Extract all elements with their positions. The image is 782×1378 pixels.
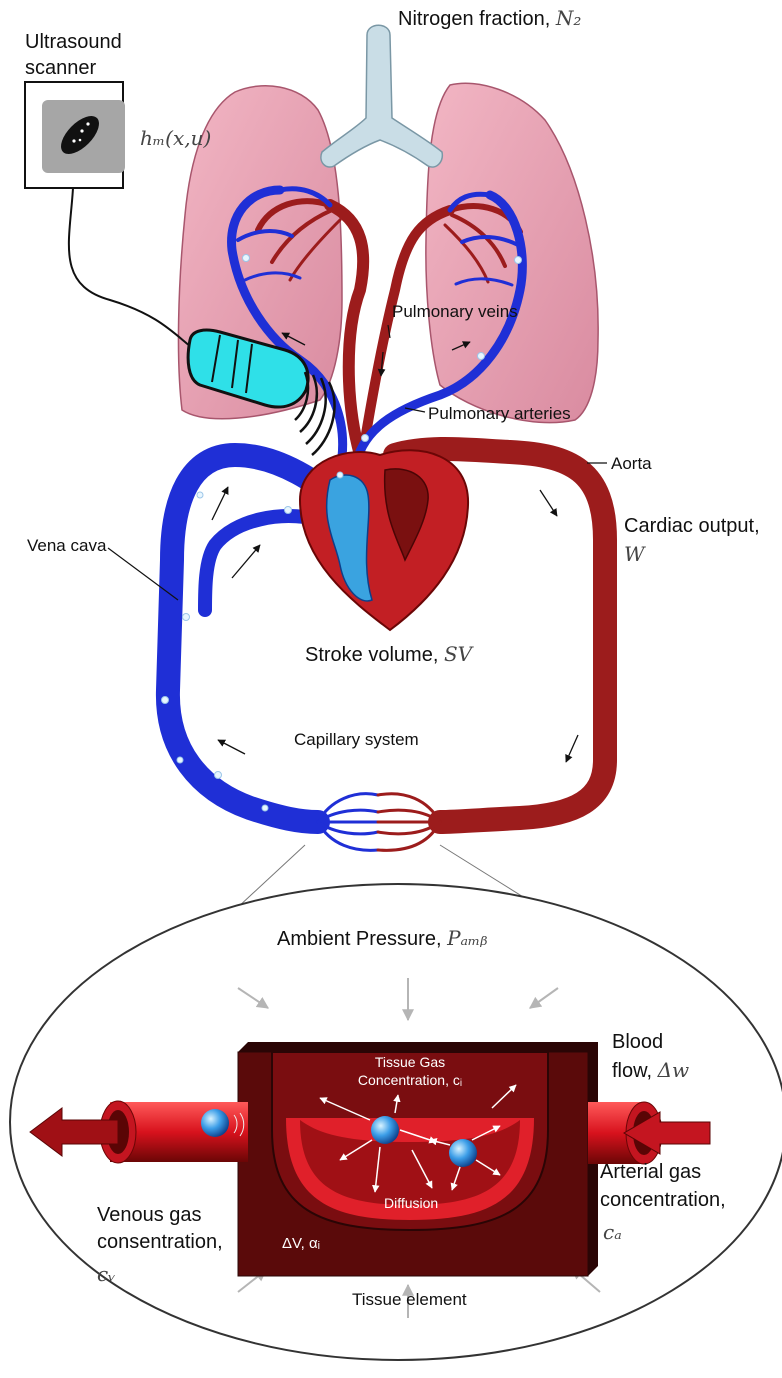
- pulmonary-arteries-label: Pulmonary arteries: [428, 404, 571, 424]
- nitrogen-fraction-label: Nitrogen fraction, N₂: [398, 6, 581, 31]
- tissue-element-label: Tissue element: [352, 1290, 467, 1310]
- stroke-volume-var: SV: [444, 642, 472, 666]
- nitrogen-fraction-var: N₂: [556, 6, 582, 30]
- ambient-pressure-label: Ambient Pressure, Pₐₘᵦ: [277, 926, 488, 951]
- aorta-label: Aorta: [611, 454, 652, 474]
- ultrasound-label-line2: scanner: [25, 56, 96, 80]
- heart: [300, 450, 468, 630]
- hm-function-label: hₘ(x,u): [140, 126, 211, 150]
- arterial-gas-var: cₐ: [603, 1220, 622, 1244]
- venous-gas-var: cᵥ: [97, 1262, 116, 1286]
- ambient-pressure-var: Pₐₘᵦ: [447, 926, 488, 950]
- cardiac-output-text: Cardiac output,: [624, 514, 760, 538]
- venous-gas-line1: Venous gas: [97, 1203, 202, 1227]
- right-lung: [426, 83, 598, 422]
- capillary-system-label: Capillary system: [294, 730, 419, 750]
- venous-gas-line2: consentration,: [97, 1230, 223, 1254]
- trachea: [321, 25, 442, 167]
- blood-flow-line2: flow, Δw: [612, 1058, 689, 1083]
- diffusion-label: Diffusion: [384, 1195, 438, 1211]
- blood-flow-line1: Blood: [612, 1030, 663, 1054]
- vena-cava-label: Vena cava: [27, 536, 106, 556]
- blood-flow-text: flow,: [612, 1060, 652, 1082]
- stroke-volume-label: Stroke volume, SV: [305, 642, 472, 667]
- delta-v-alpha-label: ΔV, αᵢ: [282, 1236, 320, 1252]
- ultrasound-label-line1: Ultrasound: [25, 30, 122, 54]
- arterial-gas-line1: Arterial gas: [600, 1160, 701, 1184]
- capillary-bed: [318, 794, 440, 851]
- stroke-volume-text: Stroke volume,: [305, 644, 438, 666]
- ambient-pressure-text: Ambient Pressure,: [277, 928, 442, 950]
- ultrasound-scanner: [25, 82, 195, 350]
- cardiac-output-var: W: [624, 542, 645, 566]
- blood-flow-var: Δw: [658, 1058, 690, 1082]
- tissue-gas-line2: Concentration, cᵢ: [320, 1072, 500, 1088]
- arterial-gas-line2: concentration,: [600, 1188, 726, 1212]
- pulmonary-veins-label: Pulmonary veins: [392, 302, 518, 322]
- nitrogen-fraction-text: Nitrogen fraction,: [398, 8, 550, 30]
- tissue-gas-line1: Tissue Gas: [345, 1054, 475, 1070]
